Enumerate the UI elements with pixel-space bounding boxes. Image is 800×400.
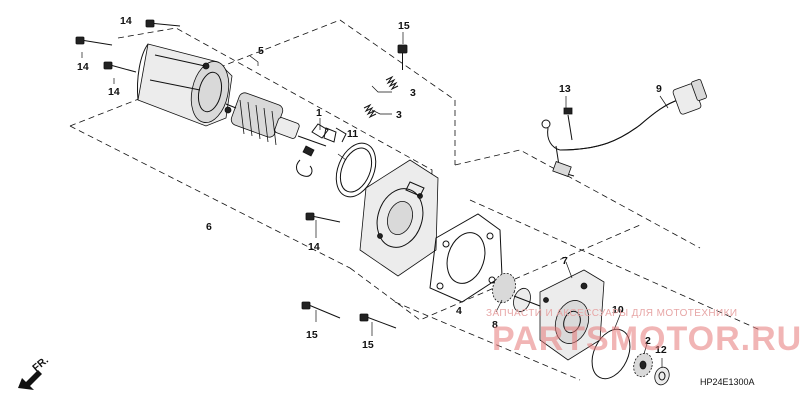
bolt-left-lower[interactable]	[103, 61, 137, 73]
bolt-lower-15-right[interactable]	[359, 313, 397, 329]
callout-14-top: 14	[120, 15, 132, 27]
callout-15-lower-right: 15	[362, 339, 374, 351]
bolt-vertical-15[interactable]	[397, 44, 408, 70]
watermark-tagline: ЗАПЧАСТИ И АКСЕССУАРЫ ДЛЯ МОТОТЕХНИКИ	[486, 308, 737, 319]
wire-harness[interactable]	[541, 79, 707, 177]
callout-13: 13	[559, 83, 571, 95]
cover-gasket[interactable]	[429, 213, 503, 303]
bolt-lower-15-left[interactable]	[301, 301, 341, 319]
armature[interactable]	[225, 91, 327, 147]
front-marker-label: FR.	[30, 354, 51, 374]
callout-labels: 14 14 14 5 15 3 3 1 11 13 9 6 14 7 4 8 1…	[77, 15, 667, 356]
brush-spring-lower[interactable]	[363, 103, 377, 119]
bolt-left-upper[interactable]	[75, 36, 113, 46]
callout-3-upper: 3	[410, 87, 416, 99]
callout-7: 7	[562, 255, 568, 267]
o-ring-large[interactable]	[329, 137, 383, 202]
starter-motor-case[interactable]	[137, 43, 234, 127]
front-arrow-icon	[18, 370, 42, 390]
watermark-logo: PARTSMOTOR.RU	[492, 320, 800, 358]
callout-10: 10	[612, 304, 624, 316]
reduction-gear[interactable]	[489, 270, 541, 314]
callout-15-top: 15	[398, 20, 410, 32]
lock-nut[interactable]	[653, 365, 672, 386]
callout-14-left-lower: 14	[108, 86, 120, 98]
drawing-code: HP24E1300A	[700, 377, 755, 387]
brush-holder-housing[interactable]	[359, 159, 439, 277]
callout-5: 5	[258, 45, 264, 57]
callout-14-mid: 14	[308, 241, 320, 253]
callout-1: 1	[316, 107, 322, 119]
pinion-gear[interactable]	[631, 351, 656, 379]
callout-6: 6	[206, 221, 212, 233]
bolt-mid-14[interactable]	[305, 212, 341, 223]
callout-4: 4	[456, 305, 462, 317]
brush-set[interactable]	[296, 123, 347, 177]
gear-cover[interactable]	[539, 269, 605, 361]
callout-3-lower: 3	[396, 109, 402, 121]
callout-15-lower-left: 15	[306, 329, 318, 341]
callout-9: 9	[656, 83, 662, 95]
callout-11: 11	[347, 128, 358, 140]
callout-14-left-upper: 14	[77, 61, 89, 73]
watermark: ЗАПЧАСТИ И АКСЕССУАРЫ ДЛЯ МОТОТЕХНИКИ PA…	[486, 308, 800, 358]
leader-lines	[81, 32, 669, 368]
callout-2: 2	[645, 335, 651, 347]
front-direction-marker: FR.	[18, 354, 51, 390]
callout-12: 12	[655, 344, 667, 356]
o-ring-small[interactable]	[585, 323, 638, 384]
bolt-top-case[interactable]	[145, 19, 181, 28]
callout-8: 8	[492, 319, 498, 331]
brush-spring-upper[interactable]	[385, 75, 399, 91]
